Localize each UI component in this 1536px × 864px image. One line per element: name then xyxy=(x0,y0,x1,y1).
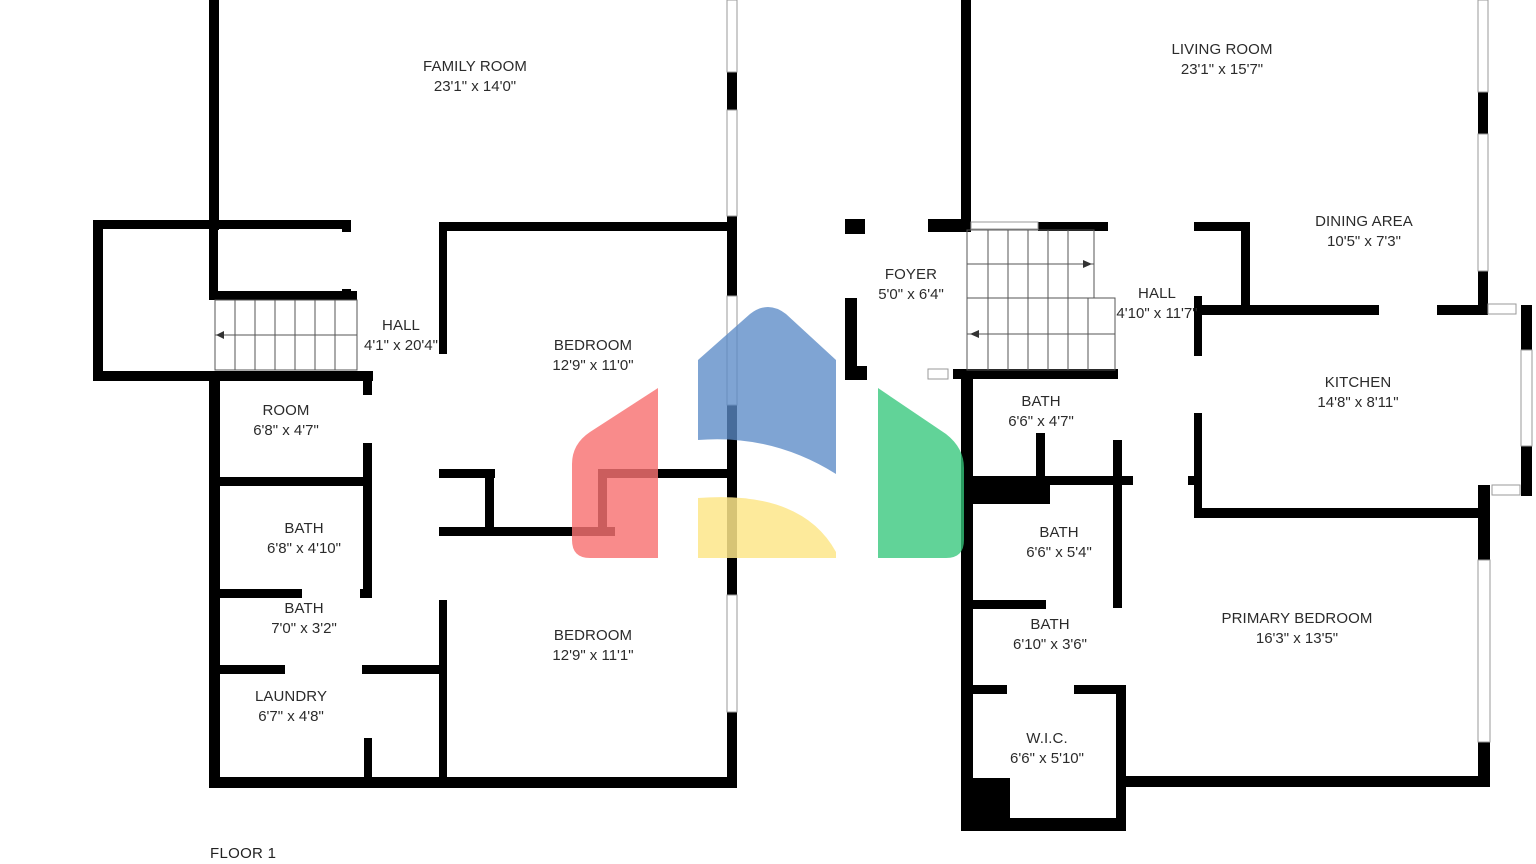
room-name: HALL xyxy=(382,317,420,334)
room-name: BATH xyxy=(284,520,324,537)
room-name: BEDROOM xyxy=(553,337,633,354)
room-room: ROOM 6'8" x 4'7" xyxy=(253,401,319,441)
room-dimensions: 7'0" x 3'2" xyxy=(271,620,337,637)
left-stairs xyxy=(214,299,358,371)
room-bath-5: BATH 6'10" x 3'6" xyxy=(1013,615,1087,655)
room-dimensions: 6'6" x 5'10" xyxy=(1010,750,1084,767)
floor-label: FLOOR 1 xyxy=(210,845,277,862)
room-primary-bedroom: PRIMARY BEDROOM 16'3" x 13'5" xyxy=(1222,609,1373,649)
room-dimensions: 4'1" x 20'4" xyxy=(364,337,438,354)
left-wing-walls xyxy=(93,0,737,788)
room-name: BATH xyxy=(1039,524,1079,541)
room-dimensions: 6'7" x 4'8" xyxy=(258,708,324,725)
room-bath-4: BATH 6'6" x 5'4" xyxy=(1026,523,1092,563)
room-dimensions: 12'9" x 11'1" xyxy=(552,647,634,664)
room-living-room: LIVING ROOM 23'1" x 15'7" xyxy=(1171,40,1272,80)
room-dimensions: 10'5" x 7'3" xyxy=(1327,233,1401,250)
room-bath-1: BATH 6'8" x 4'10" xyxy=(267,519,341,559)
room-hall-right: HALL 4'10" x 11'7" xyxy=(1116,284,1197,324)
right-wing-walls xyxy=(845,0,1532,831)
room-kitchen: KITCHEN 14'8" x 8'11" xyxy=(1317,373,1398,413)
room-dimensions: 5'0" x 6'4" xyxy=(878,286,944,303)
room-name: BATH xyxy=(1021,393,1061,410)
room-name: BEDROOM xyxy=(553,627,633,644)
room-name: KITCHEN xyxy=(1324,374,1392,391)
room-dimensions: 6'10" x 3'6" xyxy=(1013,636,1087,653)
room-hall-left: HALL 4'1" x 20'4" xyxy=(364,316,438,356)
room-name: FOYER xyxy=(884,266,938,283)
room-name: BATH xyxy=(1030,616,1070,633)
room-name: LIVING ROOM xyxy=(1171,41,1273,58)
room-foyer: FOYER 5'0" x 6'4" xyxy=(878,265,944,305)
room-name: LAUNDRY xyxy=(254,688,328,705)
room-dimensions: 12'9" x 11'0" xyxy=(552,357,634,374)
room-wic: W.I.C. 6'6" x 5'10" xyxy=(1010,729,1084,769)
room-dimensions: 6'8" x 4'7" xyxy=(253,422,319,439)
room-bedroom-1: BEDROOM 12'9" x 11'0" xyxy=(552,336,633,376)
room-bath-3: BATH 6'6" x 4'7" xyxy=(1008,392,1074,432)
room-dimensions: 4'10" x 11'7" xyxy=(1116,305,1198,322)
room-dimensions: 6'6" x 5'4" xyxy=(1026,544,1092,561)
room-name: HALL xyxy=(1138,285,1176,302)
room-dimensions: 6'6" x 4'7" xyxy=(1008,413,1074,430)
room-name: FAMILY ROOM xyxy=(423,58,527,75)
room-dining-area: DINING AREA 10'5" x 7'3" xyxy=(1315,212,1413,252)
room-dimensions: 16'3" x 13'5" xyxy=(1255,630,1339,647)
room-name: ROOM xyxy=(262,402,310,419)
room-name: DINING AREA xyxy=(1315,213,1413,230)
room-name: PRIMARY BEDROOM xyxy=(1221,610,1373,627)
room-dimensions: 6'8" x 4'10" xyxy=(267,540,341,557)
room-dimensions: 14'8" x 8'11" xyxy=(1317,394,1399,411)
room-bedroom-2: BEDROOM 12'9" x 11'1" xyxy=(552,626,633,666)
room-dimensions: 23'1" x 15'7" xyxy=(1180,61,1264,78)
room-dimensions: 23'1" x 14'0" xyxy=(433,78,517,95)
room-name: W.I.C. xyxy=(1026,730,1068,747)
right-wing-windows xyxy=(927,0,1533,743)
room-family-room: FAMILY ROOM 23'1" x 14'0" xyxy=(423,57,527,97)
room-laundry: LAUNDRY 6'7" x 4'8" xyxy=(255,687,327,727)
right-stairs xyxy=(966,229,1116,371)
room-name: BATH xyxy=(284,600,324,617)
room-bath-2: BATH 7'0" x 3'2" xyxy=(271,599,337,639)
